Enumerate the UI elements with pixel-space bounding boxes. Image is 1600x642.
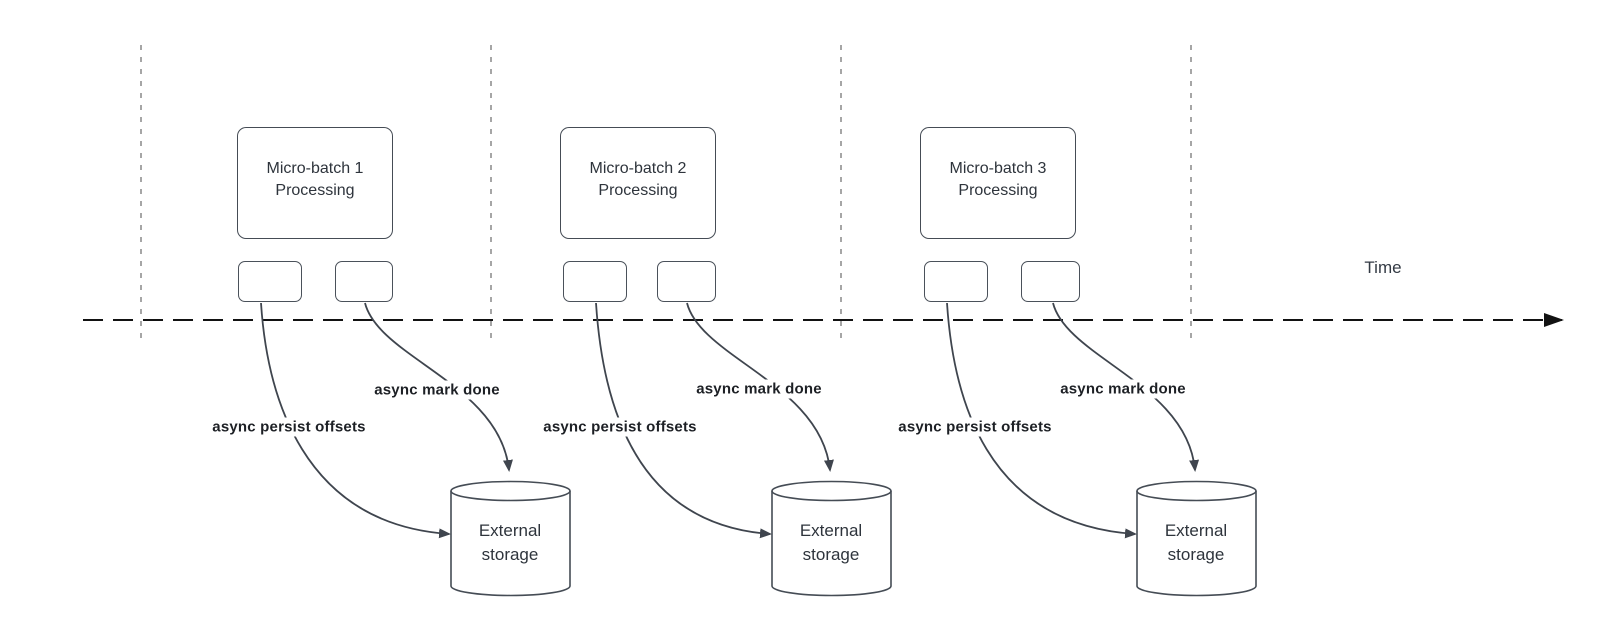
batch3-persist-offsets-label: async persist offsets xyxy=(895,417,1055,437)
time-axis-label: Time xyxy=(1364,258,1402,277)
batch1-storage-cylinder-icon xyxy=(450,480,571,597)
batch1-persist-offsets-arrow xyxy=(260,302,451,539)
batch3-storage-cylinder-icon xyxy=(1136,480,1257,597)
batch1-offsets-box xyxy=(238,261,302,302)
batch3-processing-box: Micro-batch 3 Processing xyxy=(920,127,1076,239)
batch2-persist-offsets-arrow xyxy=(595,302,772,539)
batch1-processing-box: Micro-batch 1 Processing xyxy=(237,127,393,239)
batch3-commit-box xyxy=(1021,261,1080,302)
batch1-storage-label: External storage xyxy=(478,521,542,564)
batch2-persist-offsets-label: async persist offsets xyxy=(540,417,700,437)
batch2-mark-done-arrow xyxy=(686,302,834,472)
batch1-mark-done-arrow xyxy=(364,302,513,472)
batch2-offsets-box xyxy=(563,261,627,302)
batch2-storage-label: External storage xyxy=(799,521,863,564)
batch1-persist-offsets-label: async persist offsets xyxy=(209,417,369,437)
batch3-mark-done-arrow xyxy=(1052,302,1200,472)
batch2-commit-box xyxy=(657,261,716,302)
batch3-mark-done-label: async mark done xyxy=(1057,379,1189,399)
batch3-storage-label: External storage xyxy=(1164,521,1228,564)
batch2-mark-done-label: async mark done xyxy=(693,379,825,399)
batch3-offsets-box xyxy=(924,261,988,302)
batch3-persist-offsets-arrow xyxy=(946,302,1137,539)
batch2-processing-box: Micro-batch 2 Processing xyxy=(560,127,716,239)
batch1-commit-box xyxy=(335,261,393,302)
batch1-mark-done-label: async mark done xyxy=(371,380,503,400)
batch2-storage-cylinder-icon xyxy=(771,480,892,597)
